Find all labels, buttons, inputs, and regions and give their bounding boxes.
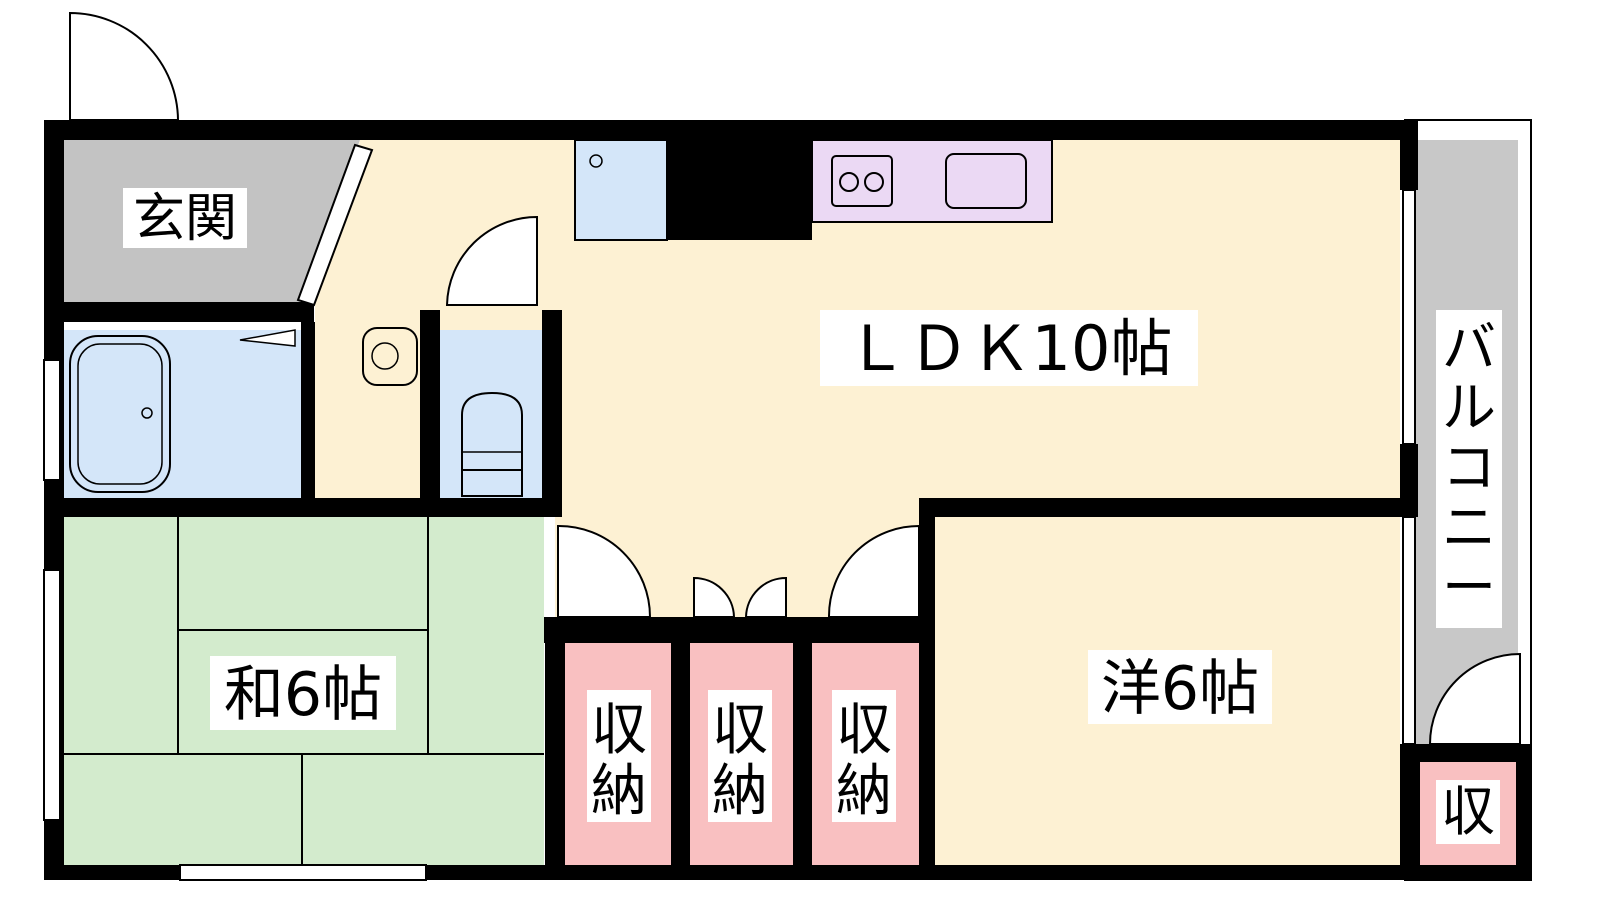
storage-2-label-bg bbox=[708, 690, 772, 822]
windows bbox=[43, 189, 1416, 881]
front-door bbox=[69, 11, 180, 121]
shower-icon bbox=[239, 329, 296, 347]
kitchen-counter bbox=[811, 139, 1053, 223]
balcony-label: ニ bbox=[1442, 496, 1496, 559]
balcony-label: バ bbox=[1442, 316, 1496, 379]
bath-drain-icon bbox=[141, 407, 153, 419]
entrance-label: 玄関 bbox=[133, 189, 237, 249]
storage-1-label-bg bbox=[587, 690, 651, 822]
bathtub-inner bbox=[77, 343, 163, 485]
burner-icon bbox=[839, 172, 859, 192]
washitsu-label: 和6帖 bbox=[224, 660, 382, 730]
youshitsu-label-bg bbox=[1088, 650, 1272, 724]
sink-icon bbox=[945, 153, 1027, 209]
walls bbox=[44, 120, 1530, 880]
storage-3-label: 収 bbox=[836, 698, 892, 763]
storage-2-label: 収 bbox=[712, 698, 768, 763]
entrance-label-bg bbox=[123, 188, 247, 248]
bathtub-icon bbox=[69, 335, 171, 493]
ldk-label-bg bbox=[820, 310, 1198, 386]
balcony-label: ー bbox=[1442, 556, 1496, 619]
fridge-space bbox=[574, 139, 668, 241]
drain-icon bbox=[589, 154, 603, 168]
storage-2-door-left bbox=[693, 576, 736, 618]
storage-1-label: 納 bbox=[591, 759, 647, 824]
storage-3-label-bg bbox=[832, 690, 896, 822]
balcony-storage-door bbox=[1428, 652, 1521, 745]
doors bbox=[69, 11, 1521, 745]
washbasin-icon bbox=[362, 327, 418, 386]
ldk-label: ＬＤＫ10帖 bbox=[846, 312, 1173, 385]
washitsu-label-bg bbox=[210, 656, 396, 730]
stove-icon bbox=[831, 155, 893, 207]
bath-floor bbox=[64, 330, 301, 498]
balcony-storage-label: 収 bbox=[1441, 780, 1495, 843]
balcony-label: コ bbox=[1442, 436, 1496, 499]
youshitsu-door bbox=[827, 524, 920, 618]
toilet-floor bbox=[440, 330, 542, 498]
toilet-door bbox=[445, 215, 538, 306]
balcony-storage-label-bg bbox=[1436, 780, 1500, 844]
washitsu-door bbox=[557, 524, 652, 618]
burner-icon bbox=[864, 172, 884, 192]
tatami-lines bbox=[64, 517, 544, 865]
balcony-label: ル bbox=[1442, 376, 1496, 439]
toilet-tank bbox=[461, 469, 523, 497]
toilet-icon bbox=[461, 391, 523, 471]
storage-1-label: 収 bbox=[591, 698, 647, 763]
entrance-partition bbox=[296, 143, 374, 307]
washbasin-bowl bbox=[371, 342, 399, 370]
storage-3-label: 納 bbox=[836, 759, 892, 824]
balcony-label-bg bbox=[1436, 310, 1502, 628]
storage-2-label: 納 bbox=[712, 759, 768, 824]
youshitsu-label: 洋6帖 bbox=[1101, 654, 1259, 724]
pipe-shaft bbox=[667, 140, 812, 240]
storage-2-door-right bbox=[744, 576, 787, 618]
